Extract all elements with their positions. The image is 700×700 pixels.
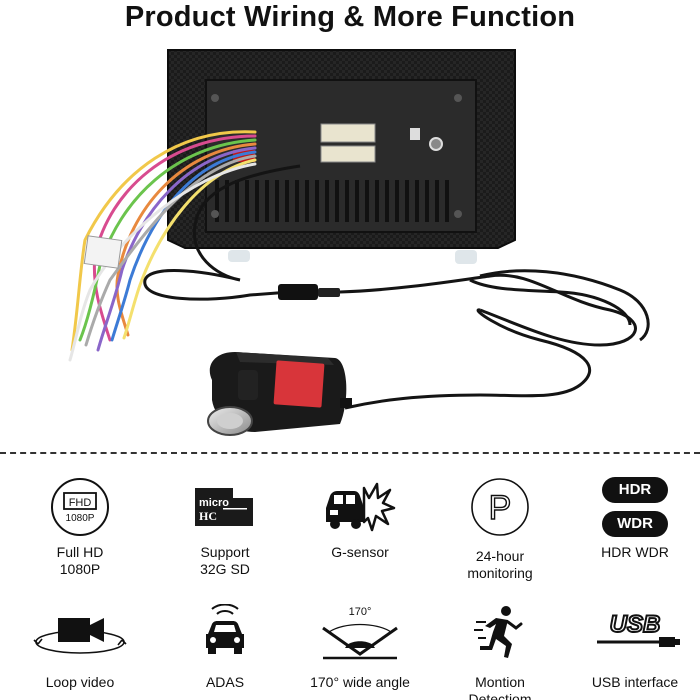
svg-text:1080P: 1080P xyxy=(66,513,95,524)
usb-icon: USB xyxy=(597,610,680,647)
hdr-badge: HDR xyxy=(602,477,668,503)
feature-label: HDR WDR xyxy=(601,544,669,560)
feature-hdr-wdr: HDR WDR HDR WDR xyxy=(565,472,700,561)
svg-text:170°: 170° xyxy=(349,606,372,618)
loop-video-camera-icon xyxy=(33,618,127,654)
wiring-harness xyxy=(68,130,257,362)
parking-p-icon: P xyxy=(471,478,529,536)
feature-label: Full HD xyxy=(56,544,104,560)
feature-label: monitoring xyxy=(467,565,533,581)
product-wiring-photo xyxy=(68,49,650,436)
feature-adas: ADAS xyxy=(155,598,295,691)
feature-label: Loop video xyxy=(45,674,115,690)
svg-text:USB: USB xyxy=(610,611,661,638)
feature-label: Detectiom xyxy=(468,691,532,700)
svg-text:HC: HC xyxy=(199,509,217,523)
wide-angle-icon: 170° xyxy=(322,606,398,660)
feature-label: USB interface xyxy=(591,674,679,690)
feature-label: 170° wide angle xyxy=(310,674,410,690)
feature-label: G-sensor xyxy=(331,544,389,560)
svg-text:micro: micro xyxy=(199,497,229,509)
car-crash-icon xyxy=(326,482,396,532)
svg-text:P: P xyxy=(489,489,512,527)
car-radar-icon xyxy=(206,604,244,654)
feature-label: 32G SD xyxy=(200,561,250,577)
micro-sd-card-icon: micro HC xyxy=(195,488,253,526)
wdr-badge: WDR xyxy=(602,511,668,537)
feature-label: 1080P xyxy=(59,561,101,577)
feature-loop-video: Loop video xyxy=(10,598,150,691)
feature-usb-interface: USB USB interface xyxy=(565,598,700,691)
camera-cable xyxy=(143,164,650,410)
feature-label: ADAS xyxy=(205,674,245,690)
section-divider xyxy=(0,452,700,454)
feature-label: 24-hour xyxy=(475,548,525,564)
dash-camera xyxy=(207,352,352,436)
svg-text:FHD: FHD xyxy=(69,497,92,509)
page-title: Product Wiring & More Function xyxy=(124,1,576,33)
feature-wide-angle: 170° 170° wide angle xyxy=(290,598,430,691)
feature-g-sensor: G-sensor xyxy=(290,472,430,561)
running-man-icon xyxy=(474,606,523,658)
fhd-1080p-icon: FHD 1080P xyxy=(51,478,109,536)
feature-label: Montion xyxy=(475,674,525,690)
feature-label: Support xyxy=(200,544,250,560)
